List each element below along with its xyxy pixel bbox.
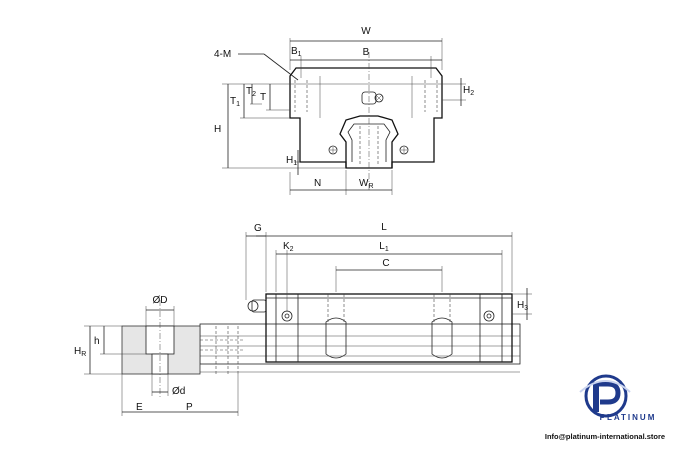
- platinum-logo: [579, 374, 631, 418]
- tapped-hole-left: [325, 294, 347, 359]
- grease-nipple-side: [247, 299, 267, 313]
- dimension-B: B1 B: [290, 46, 442, 78]
- dimension-D: ØD: [145, 295, 175, 326]
- seal-screw-left: [281, 310, 293, 322]
- brand-email: Info@platinum-international.store: [545, 432, 665, 441]
- label-L1: L1: [379, 241, 389, 253]
- end-screw-left: [328, 145, 338, 155]
- end-screw-right: [399, 145, 409, 155]
- label-H2: H2: [463, 85, 474, 97]
- dimension-T1: T1: [230, 84, 290, 119]
- mounting-hole-left: [294, 80, 308, 112]
- dimension-H2: H2: [442, 78, 474, 106]
- label-D: ØD: [153, 295, 168, 306]
- label-B: B: [363, 47, 370, 58]
- tapped-hole-right: [431, 294, 453, 359]
- label-P: P: [186, 402, 193, 413]
- mounting-hole-right: [424, 80, 438, 112]
- label-E: E: [136, 402, 143, 413]
- dimension-G: G: [254, 223, 267, 292]
- dimension-C: C: [335, 258, 443, 292]
- seal-screw-right: [483, 310, 495, 322]
- label-d: Ød: [172, 386, 185, 397]
- dimension-M: 4-M: [214, 49, 299, 81]
- brand-block: PLATINUM Info@platinum-international.sto…: [545, 374, 665, 441]
- label-WR: WR: [359, 178, 374, 190]
- carriage-side: [265, 293, 513, 363]
- dimension-K2: K2: [283, 241, 294, 312]
- label-G: G: [254, 223, 262, 234]
- label-N: N: [314, 178, 321, 189]
- side-view: L G L1 K2 C: [199, 222, 532, 373]
- front-view: W B1 B 4-M H T1: [214, 26, 474, 195]
- dimension-T: T: [260, 84, 290, 111]
- dimension-W: W: [289, 26, 443, 70]
- dimension-H: H: [214, 83, 346, 169]
- label-L: L: [381, 222, 387, 233]
- label-h: h: [94, 336, 100, 347]
- label-W: W: [361, 26, 371, 37]
- label-T2: T2: [246, 86, 256, 98]
- label-H3: H3: [517, 300, 528, 312]
- rail-side: [199, 323, 521, 365]
- dimension-T2: T2: [246, 84, 262, 105]
- dimension-h: h: [94, 326, 146, 355]
- rail-section-view: ØD h HR Ød E P: [74, 295, 244, 416]
- dimension-L: L: [245, 222, 513, 300]
- label-H1: H1: [286, 155, 297, 167]
- label-H: H: [214, 124, 221, 135]
- dimension-HR: HR: [74, 325, 122, 375]
- carriage-outline: [289, 67, 443, 169]
- label-HR: HR: [74, 346, 86, 358]
- dimension-L1: L1: [275, 241, 503, 292]
- label-T1: T1: [230, 96, 240, 108]
- label-C: C: [382, 258, 389, 269]
- label-4M: 4-M: [214, 49, 231, 60]
- dimension-N: N WR: [289, 170, 393, 195]
- brand-name: PLATINUM: [600, 413, 657, 422]
- dimension-d: Ød: [151, 374, 185, 397]
- dimension-E-P: E P: [121, 374, 239, 416]
- label-K2: K2: [283, 241, 294, 253]
- label-B1: B1: [291, 46, 302, 58]
- grease-nipple: [361, 91, 384, 105]
- label-T: T: [260, 92, 266, 103]
- dimension-H3: H3: [512, 288, 532, 320]
- dimension-H1: H1: [286, 150, 300, 175]
